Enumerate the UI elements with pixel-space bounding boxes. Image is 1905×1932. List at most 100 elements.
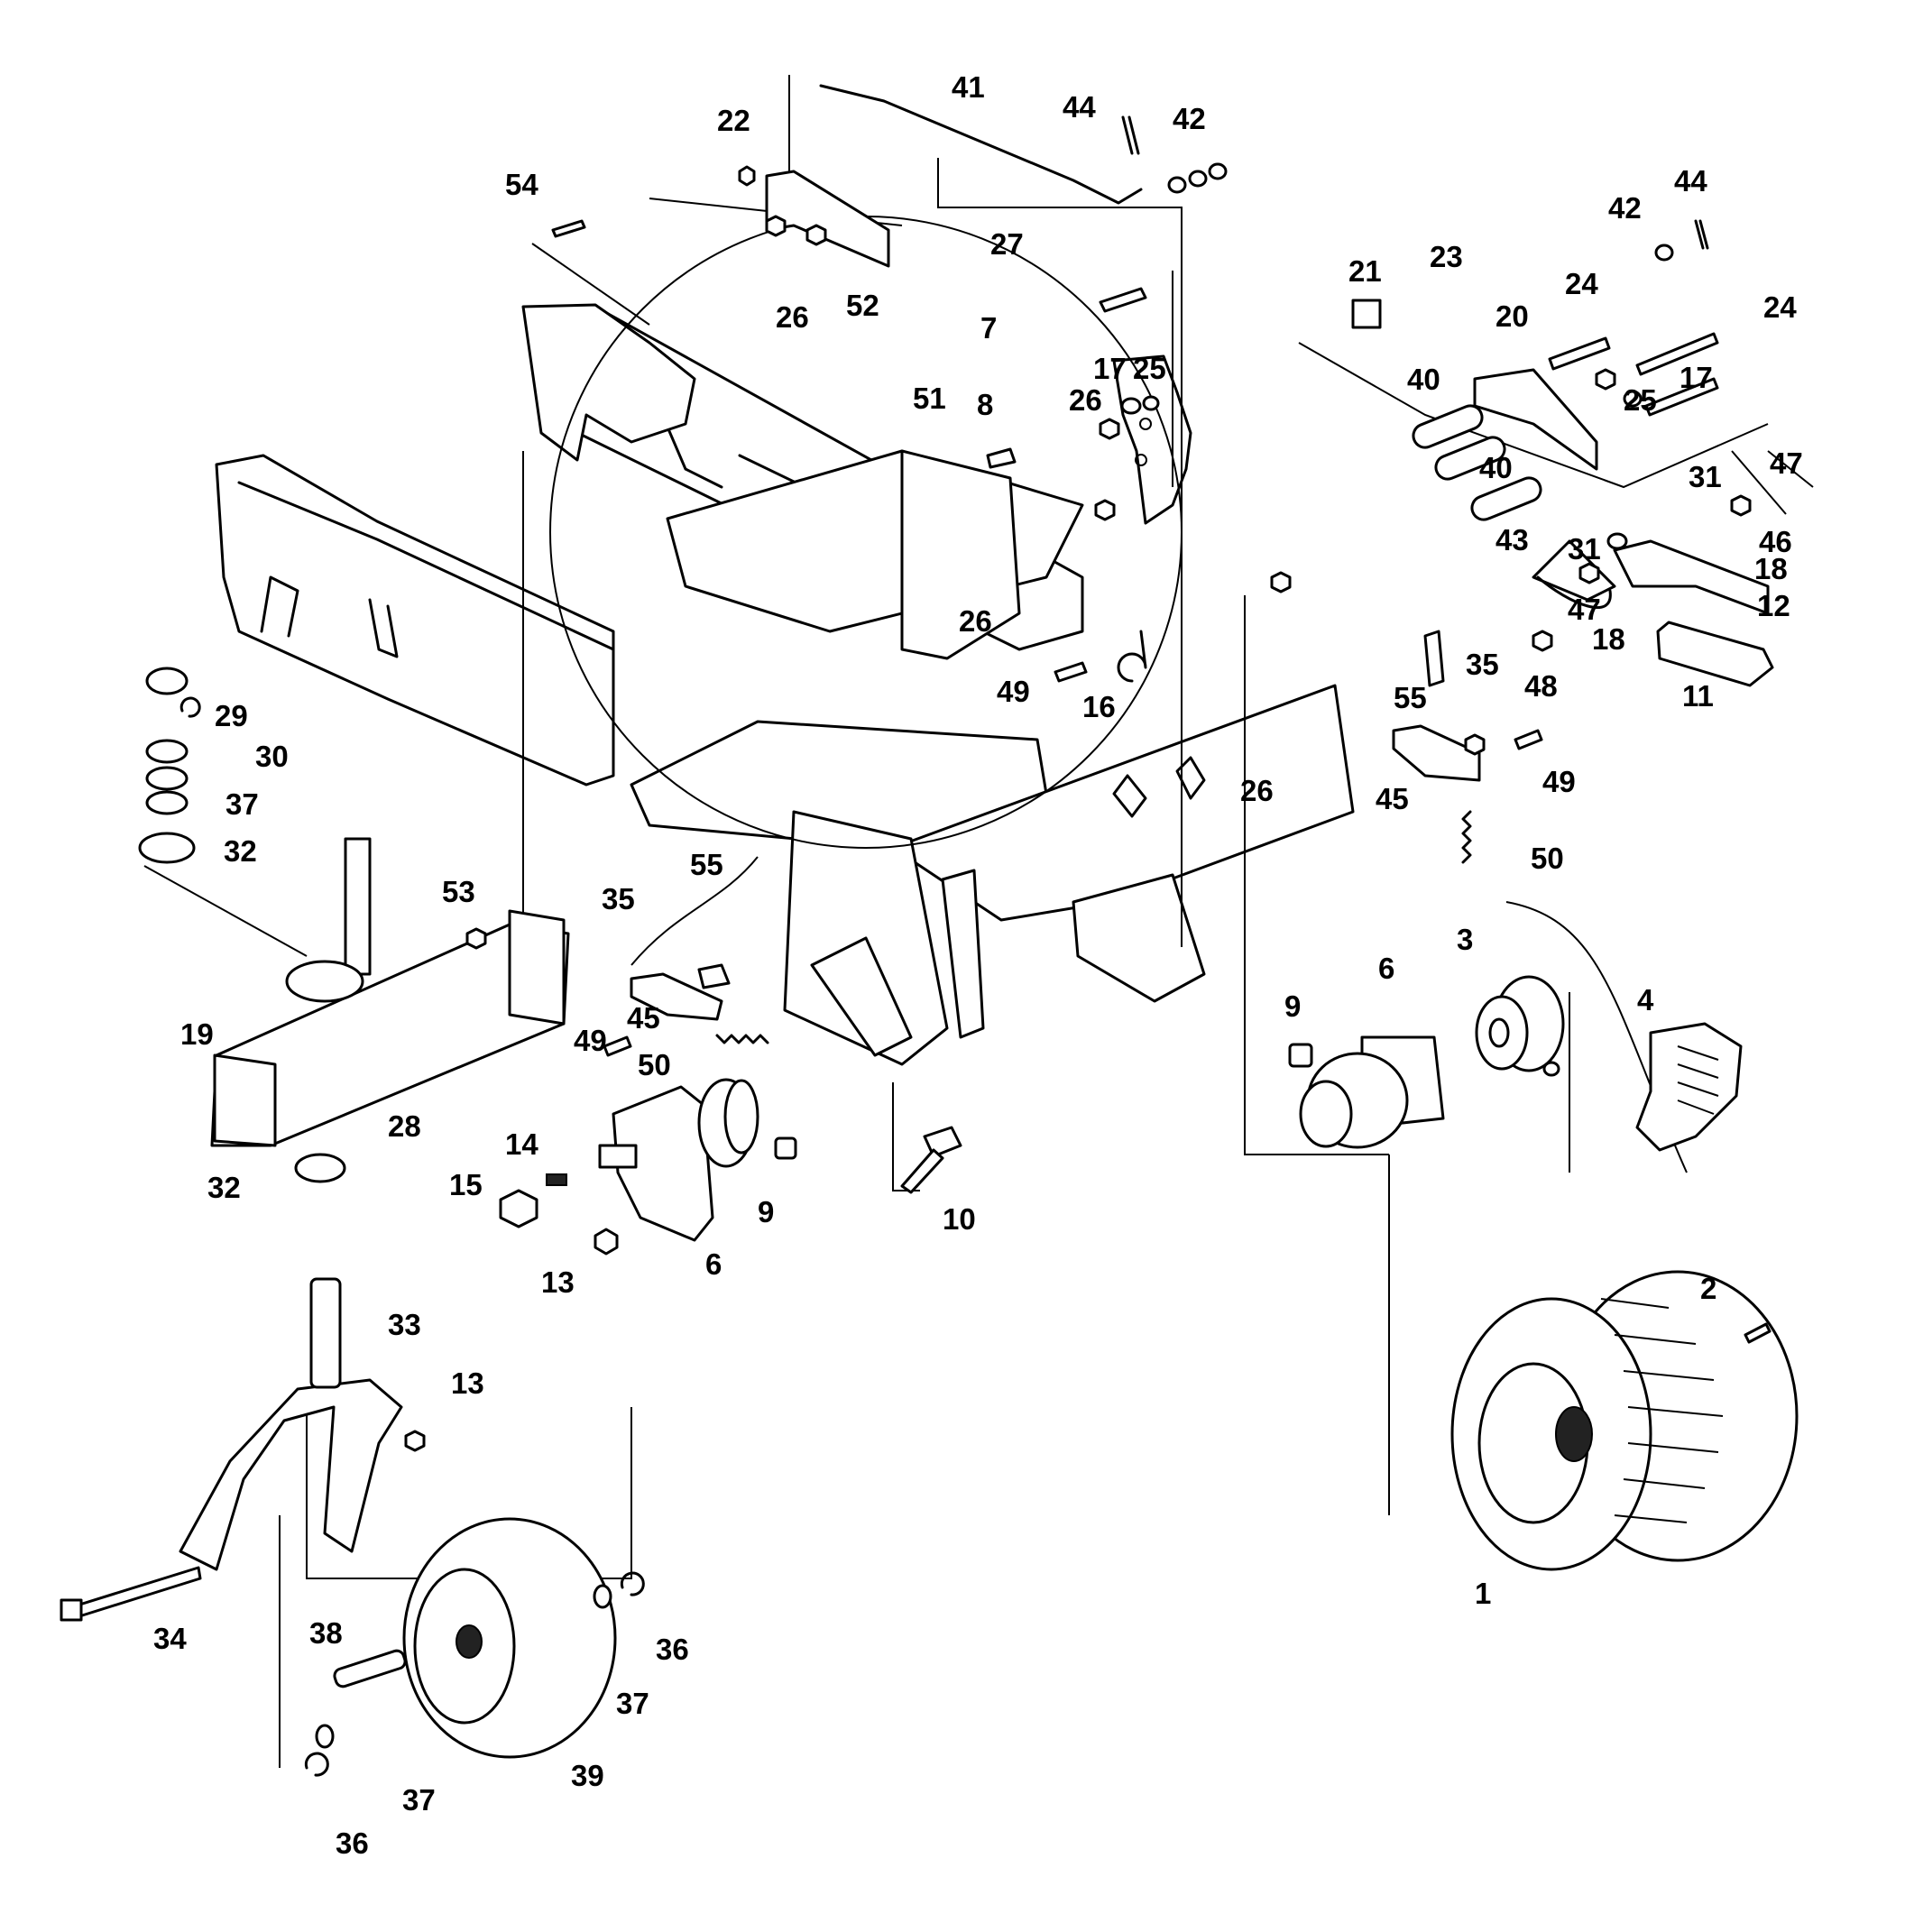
callout-35a: 35	[1466, 648, 1499, 681]
callout-9b: 9	[758, 1195, 774, 1228]
wheel-motor	[612, 1085, 714, 1242]
callout-6a: 6	[1378, 952, 1394, 985]
callout-37c: 37	[402, 1783, 436, 1817]
callout-51: 51	[913, 382, 946, 415]
callout-36a: 36	[656, 1633, 689, 1666]
callout-33: 33	[388, 1308, 421, 1341]
callout-26a: 26	[1069, 383, 1102, 417]
callout-22: 22	[717, 104, 750, 137]
caster-stem	[309, 1277, 342, 1389]
callout-21: 21	[1348, 254, 1382, 288]
callout-12: 12	[1757, 589, 1790, 622]
callout-4: 4	[1637, 983, 1654, 1017]
callout-28: 28	[388, 1109, 421, 1143]
callout-31b: 31	[1568, 532, 1601, 566]
callout-44a: 44	[1063, 90, 1096, 124]
callout-39: 39	[571, 1759, 604, 1792]
callout-55b: 55	[690, 848, 723, 881]
cap	[145, 667, 189, 695]
bolt	[1514, 729, 1543, 750]
callout-18b: 18	[1592, 622, 1625, 656]
callout-30: 30	[255, 740, 289, 773]
spacer	[774, 1136, 797, 1160]
callout-40a: 40	[1407, 363, 1440, 396]
callout-19: 19	[180, 1017, 214, 1051]
callout-44b: 44	[1674, 164, 1707, 198]
bolt	[1099, 287, 1147, 313]
callout-9a: 9	[1284, 989, 1301, 1023]
callout-43: 43	[1495, 523, 1529, 557]
callout-20: 20	[1495, 299, 1529, 333]
roller	[1470, 476, 1542, 521]
callout-38: 38	[309, 1616, 343, 1650]
callout-24a: 24	[1565, 267, 1598, 300]
callout-45a: 45	[1376, 782, 1409, 815]
callout-1: 1	[1475, 1577, 1491, 1610]
bearing	[294, 1153, 346, 1183]
cotter-pin	[1121, 115, 1140, 155]
callout-49c: 49	[574, 1024, 607, 1057]
callout-8: 8	[977, 388, 993, 421]
bolt	[1548, 336, 1611, 371]
callout-17a: 17	[1093, 352, 1127, 385]
callout-10: 10	[943, 1202, 976, 1236]
hardware-nuts	[179, 162, 1752, 1777]
hub-center	[1488, 1017, 1510, 1048]
callout-18a: 18	[1754, 552, 1788, 585]
callout-54: 54	[505, 168, 538, 201]
caster-pin	[333, 1649, 407, 1688]
callout-46: 46	[1759, 525, 1792, 558]
callout-53: 53	[442, 875, 475, 908]
callout-6b: 6	[705, 1247, 722, 1281]
callout-42a: 42	[1173, 102, 1206, 135]
callout-36b: 36	[336, 1826, 369, 1860]
spacer	[1288, 1043, 1313, 1068]
spring	[715, 1034, 769, 1044]
callout-13a: 13	[541, 1265, 575, 1299]
callout-26c: 26	[959, 604, 992, 638]
mount-bolt	[900, 1148, 944, 1194]
axle-upright	[344, 837, 372, 976]
callout-47b: 47	[1568, 593, 1601, 626]
callout-48: 48	[1524, 669, 1558, 703]
callout-50a: 50	[1531, 842, 1564, 875]
callout-25a: 25	[1133, 352, 1166, 385]
axle-pivot	[285, 960, 364, 1003]
callout-26b: 26	[776, 300, 809, 334]
callout-41: 41	[952, 70, 985, 104]
callout-11: 11	[1682, 679, 1714, 713]
callout-25b: 25	[1624, 383, 1657, 417]
hex-nut	[594, 1228, 619, 1256]
callout-32b: 32	[207, 1171, 241, 1204]
pedal-plate	[1473, 368, 1598, 471]
callout-17b: 17	[1680, 361, 1713, 394]
callout-37b: 37	[616, 1687, 649, 1720]
callout-26d: 26	[1240, 774, 1274, 807]
bolt	[1744, 1322, 1772, 1344]
callout-2: 2	[1700, 1272, 1716, 1305]
callout-55a: 55	[1394, 681, 1427, 714]
axle-end-plate	[213, 1053, 277, 1147]
callout-29: 29	[215, 699, 248, 732]
safety-switch	[1351, 299, 1382, 329]
callout-24b: 24	[1763, 290, 1797, 324]
bolt	[603, 1035, 632, 1057]
pedal-bracket	[1613, 539, 1770, 615]
callout-14: 14	[505, 1127, 538, 1161]
mount-bolt	[923, 1126, 962, 1158]
callout-13b: 13	[451, 1366, 484, 1400]
bolt-head	[60, 1598, 83, 1622]
callout-31a: 31	[1689, 460, 1722, 493]
tire-tread	[1600, 1298, 1724, 1523]
callout-23: 23	[1430, 240, 1463, 273]
washer	[145, 766, 189, 791]
bracket-plate	[765, 170, 890, 268]
callout-15: 15	[449, 1168, 483, 1201]
hook-plate	[1117, 630, 1147, 683]
bolt	[1644, 377, 1719, 417]
brake-caliper-grid	[1677, 1045, 1719, 1115]
cotter-pin	[1694, 219, 1709, 250]
bolt	[986, 447, 1017, 469]
key	[546, 1173, 567, 1186]
